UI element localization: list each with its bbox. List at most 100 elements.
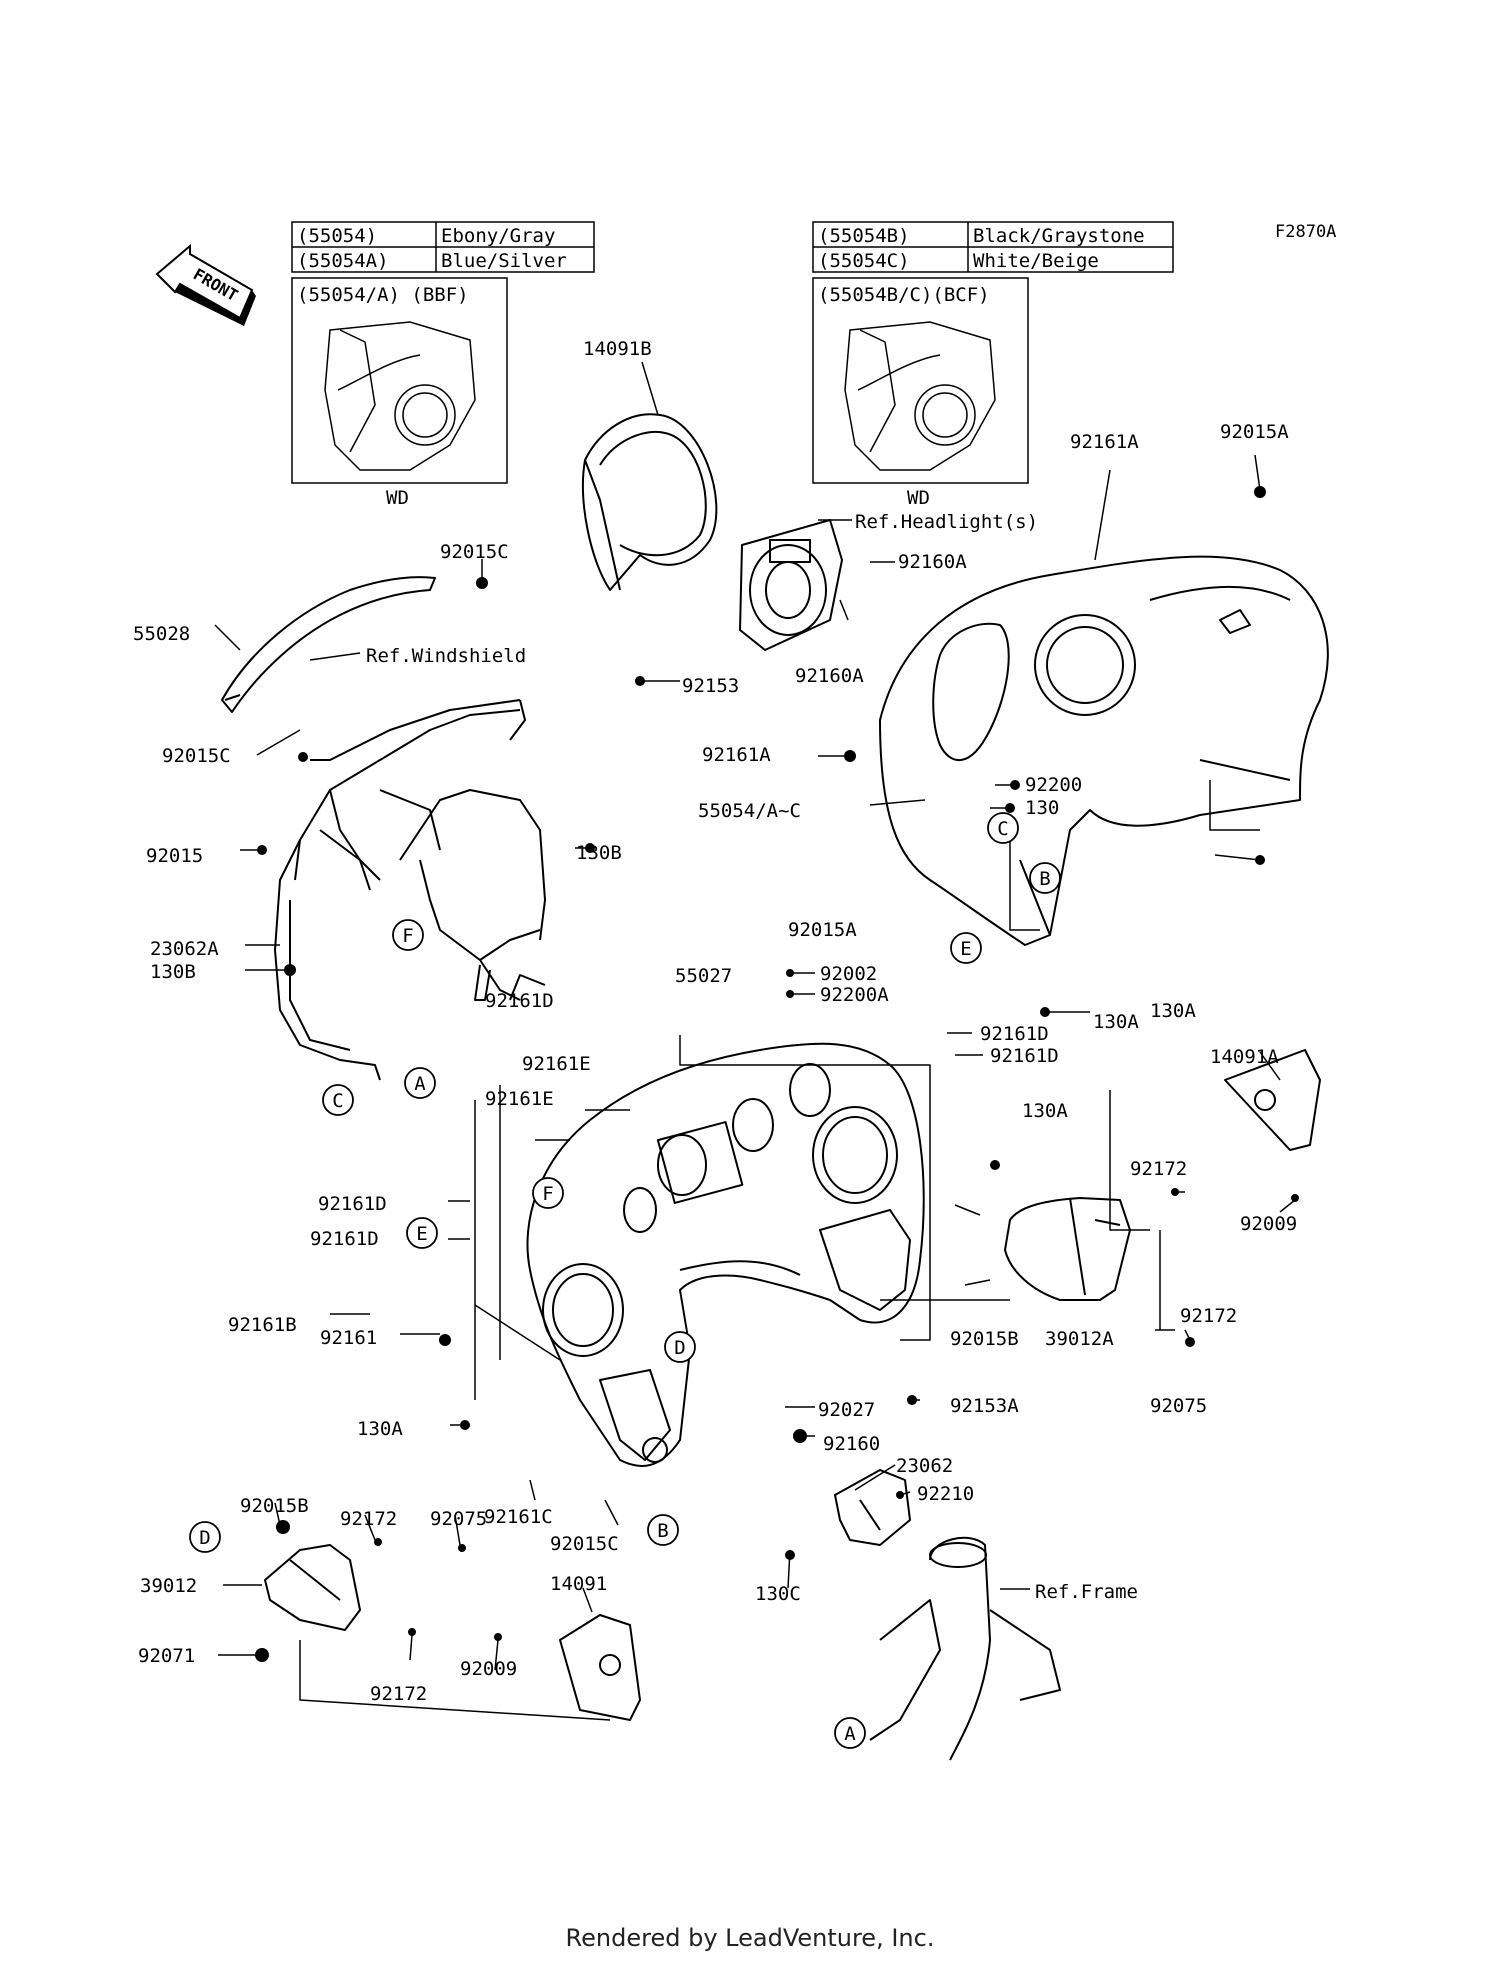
windshield-trim-55028 bbox=[221, 576, 436, 713]
part-label: 92160 bbox=[823, 1433, 880, 1455]
callout-circle bbox=[950, 932, 982, 964]
table-right-part-0: (55054B) bbox=[818, 225, 910, 247]
part-label: Ref.Windshield bbox=[366, 645, 526, 667]
part-label: 92161A bbox=[1070, 431, 1139, 453]
callout-f: F bbox=[532, 1177, 564, 1209]
part-label: 92015B bbox=[950, 1328, 1019, 1350]
speaker-cover-14091a bbox=[1224, 1049, 1321, 1151]
callout-circle bbox=[532, 1177, 564, 1209]
part-label: 92071 bbox=[138, 1645, 195, 1667]
part-label: 92200A bbox=[820, 984, 889, 1006]
callout-b: B bbox=[1029, 862, 1061, 894]
part-label: Ref.Headlight(s) bbox=[855, 511, 1038, 533]
callout-circle bbox=[834, 1717, 866, 1749]
part-label: 39012A bbox=[1045, 1328, 1114, 1350]
part-label: 92015 bbox=[146, 845, 203, 867]
part-label: 130A bbox=[1093, 1011, 1139, 1033]
callout-a: A bbox=[834, 1717, 866, 1749]
bracket-23062 bbox=[834, 1469, 911, 1546]
callout-letter: A bbox=[844, 1723, 856, 1745]
part-label: 92161D bbox=[980, 1023, 1049, 1045]
table-right-part-1: (55054C) bbox=[818, 250, 910, 272]
part-label: 92172 bbox=[1180, 1305, 1237, 1327]
part-label: 92160A bbox=[795, 665, 864, 687]
part-label: 130B bbox=[576, 842, 622, 864]
part-label: 92161C bbox=[484, 1506, 553, 1528]
part-label: 92161D bbox=[990, 1045, 1059, 1067]
part-label: 55054/A~C bbox=[698, 800, 801, 822]
part-label: 39012 bbox=[140, 1575, 197, 1597]
headlight-trim-14091b bbox=[582, 413, 718, 591]
part-label: 92161 bbox=[320, 1327, 377, 1349]
part-label: 92153 bbox=[682, 675, 739, 697]
part-label: 130A bbox=[1022, 1100, 1068, 1122]
callout-letter: E bbox=[960, 938, 971, 960]
speaker-housing-39012 bbox=[264, 1544, 361, 1631]
speaker-housing-39012a bbox=[1004, 1197, 1131, 1301]
callout-circle bbox=[987, 812, 1019, 844]
table-left-color-1: Blue/Silver bbox=[441, 250, 567, 272]
callout-letter: A bbox=[414, 1073, 426, 1095]
part-label: 130 bbox=[1025, 797, 1059, 819]
table-right-color-1: White/Beige bbox=[973, 250, 1099, 272]
callout-circle bbox=[404, 1067, 436, 1099]
inner-fairing-55027 bbox=[526, 1042, 925, 1467]
callout-circle bbox=[1029, 862, 1061, 894]
part-label: 92161E bbox=[485, 1088, 554, 1110]
callout-circle bbox=[406, 1217, 438, 1249]
color-table-right: (55054B) Black/Graystone (55054C) White/… bbox=[812, 221, 1174, 509]
callout-e: E bbox=[950, 932, 982, 964]
callout-b: B bbox=[647, 1514, 679, 1546]
part-label: 92015B bbox=[240, 1495, 309, 1517]
part-label: 130A bbox=[357, 1418, 403, 1440]
fairing-thumbnail-left bbox=[324, 321, 476, 471]
part-label: 92161A bbox=[702, 744, 771, 766]
model-right: WD bbox=[907, 487, 930, 509]
callout-circle bbox=[664, 1331, 696, 1363]
callout-letter: D bbox=[199, 1527, 210, 1549]
part-label: 23062 bbox=[896, 1455, 953, 1477]
fastener-markers bbox=[255, 486, 1299, 1662]
part-label: 92015A bbox=[788, 919, 857, 941]
part-label: 55027 bbox=[675, 965, 732, 987]
leader-lines bbox=[214, 361, 1296, 1671]
part-label: 130B bbox=[150, 961, 196, 983]
callout-e: E bbox=[406, 1217, 438, 1249]
callout-letter: F bbox=[402, 925, 413, 947]
frame-head bbox=[869, 1536, 1061, 1761]
part-label: 23062A bbox=[150, 938, 219, 960]
table-left-part-0: (55054) bbox=[297, 225, 377, 247]
group-lines bbox=[299, 780, 1260, 1721]
part-label: 92161D bbox=[318, 1193, 387, 1215]
part-label: 14091B bbox=[583, 338, 652, 360]
part-label: 130A bbox=[1150, 1000, 1196, 1022]
part-label: 92172 bbox=[370, 1683, 427, 1705]
part-label: 14091A bbox=[1210, 1046, 1279, 1068]
part-label: 92015C bbox=[440, 541, 509, 563]
color-table-left: (55054) Ebony/Gray (55054A) Blue/Silver … bbox=[291, 221, 595, 509]
model-left: WD bbox=[386, 487, 409, 509]
variant-right: (55054B/C)(BCF) bbox=[818, 284, 990, 306]
table-left-part-1: (55054A) bbox=[297, 250, 389, 272]
part-label: 92015C bbox=[550, 1533, 619, 1555]
callout-letter: E bbox=[416, 1223, 427, 1245]
callout-f: F bbox=[392, 919, 424, 951]
callout-c: C bbox=[987, 812, 1019, 844]
part-label: 92160A bbox=[898, 551, 967, 573]
part-label: 92161D bbox=[310, 1228, 379, 1250]
part-label: 92015C bbox=[162, 745, 231, 767]
part-label: 92009 bbox=[460, 1658, 517, 1680]
part-label: Ref.Frame bbox=[1035, 1581, 1138, 1603]
part-label: 92161E bbox=[522, 1053, 591, 1075]
footer-credit: Rendered by LeadVenture, Inc. bbox=[565, 1924, 935, 1952]
table-left-color-0: Ebony/Gray bbox=[441, 225, 555, 247]
part-label: 92075 bbox=[1150, 1395, 1207, 1417]
callout-c: C bbox=[322, 1084, 354, 1116]
part-label: 92009 bbox=[1240, 1213, 1297, 1235]
part-label: 92027 bbox=[818, 1399, 875, 1421]
part-label: 92153A bbox=[950, 1395, 1019, 1417]
callout-circle bbox=[189, 1521, 221, 1553]
callout-letter: C bbox=[332, 1090, 343, 1112]
callout-circle bbox=[647, 1514, 679, 1546]
part-label: 92172 bbox=[1130, 1158, 1187, 1180]
